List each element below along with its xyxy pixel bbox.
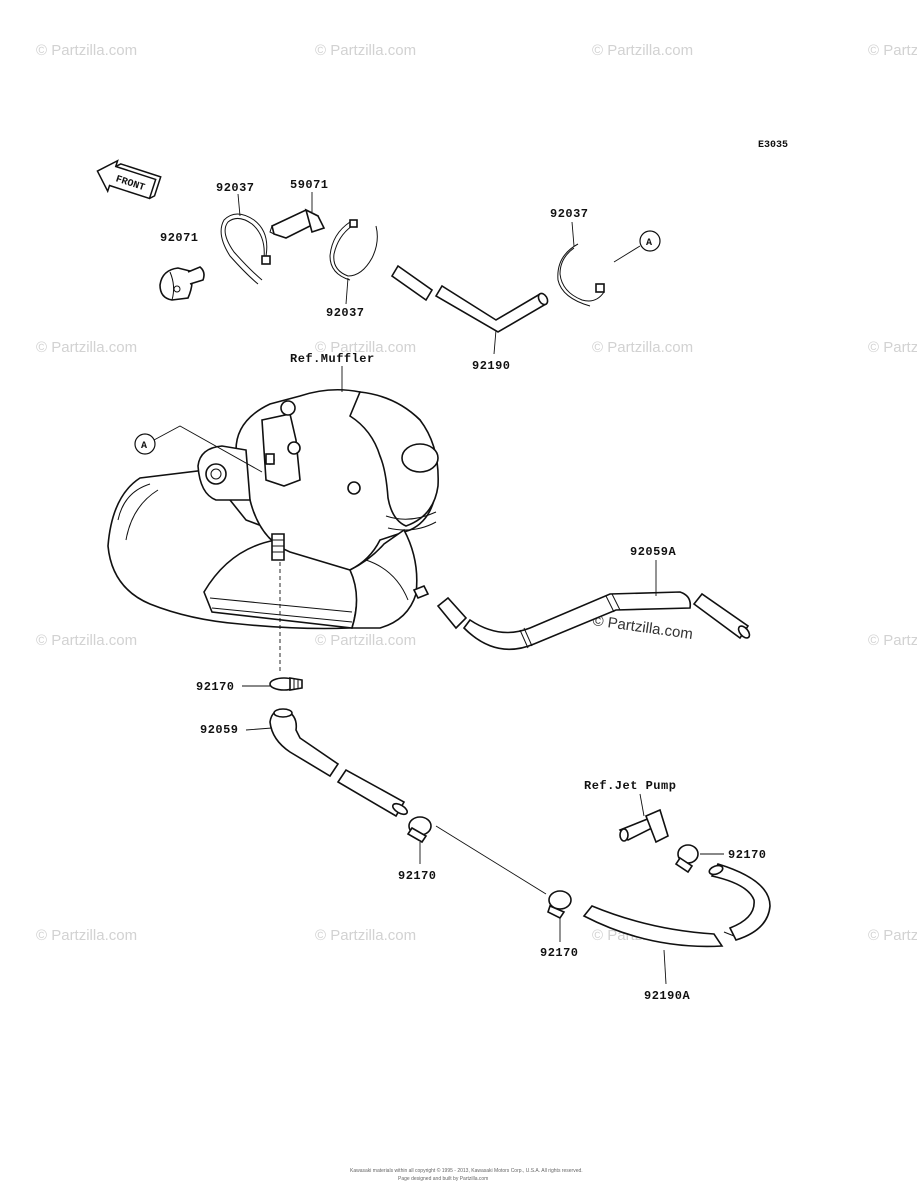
label-92170-right: 92170 (728, 848, 767, 862)
watermark: © Partzilla.com (592, 42, 693, 59)
part-92170-clamp-top (269, 677, 303, 691)
label-92170-top: 92170 (196, 680, 235, 694)
watermark: © Partzilla.com (868, 632, 917, 649)
muffler-assembly (107, 388, 439, 630)
label-92071: 92071 (160, 231, 199, 245)
label-92170-mid: 92170 (398, 869, 437, 883)
part-92170-clamp-right (674, 844, 699, 874)
part-92190-hose (390, 264, 549, 333)
diagram-code: E3035 (758, 140, 788, 151)
ref-a-marker-muffler: A (134, 425, 263, 473)
watermark: © Partzilla.com (868, 42, 917, 59)
ref-a-label: A (141, 441, 147, 452)
label-92190: 92190 (472, 359, 511, 373)
watermark-dark: © Partzilla.com (591, 612, 693, 643)
label-ref-jet-pump: Ref.Jet Pump (584, 779, 676, 793)
label-92059A: 92059A (630, 545, 677, 559)
part-92170-clamp-bottom (547, 890, 572, 920)
watermark: © Partzilla.com (36, 339, 137, 356)
copyright-line-1: Kawasaki materials within all copyright … (350, 1167, 583, 1174)
label-92037-mid: 92037 (326, 306, 365, 320)
watermark: © Partzilla.com (36, 927, 137, 944)
watermark: © Partzilla.com (36, 632, 137, 649)
label-ref-muffler: Ref.Muffler (290, 352, 375, 366)
label-92190A: 92190A (644, 989, 691, 1003)
copyright-line-2: Page designed and built by Partzilla.com (398, 1176, 488, 1182)
label-92037-right: 92037 (550, 207, 589, 221)
watermark: © Partzilla.com (868, 927, 917, 944)
watermark: © Partzilla.com (36, 42, 137, 59)
part-92037-clamp-right (557, 243, 605, 307)
part-59071-fitting (269, 208, 326, 239)
label-92170-bottom: 92170 (540, 946, 579, 960)
watermark: © Partzilla.com (315, 339, 416, 356)
watermark: © Partzilla.com (315, 927, 416, 944)
watermark: © Partzilla.com (868, 339, 917, 356)
part-92037-clamp-left (220, 213, 271, 285)
label-92037-left: 92037 (216, 181, 255, 195)
front-arrow-icon: FRONT (96, 159, 162, 200)
watermark: © Partzilla.com (315, 632, 416, 649)
part-92170-clamp-mid (406, 816, 432, 844)
part-92037-clamp-middle (329, 219, 378, 281)
part-92059-hose (269, 708, 409, 818)
part-92190A-hose (582, 863, 771, 948)
label-59071: 59071 (290, 178, 329, 192)
watermark: © Partzilla.com (315, 42, 416, 59)
label-92059: 92059 (200, 723, 239, 737)
jet-pump-fitting (618, 808, 669, 844)
watermark: © Partzilla.com (592, 339, 693, 356)
ref-a-label: A (646, 238, 652, 249)
part-92059A-hose (436, 591, 751, 651)
ref-a-marker-top: A (613, 230, 661, 263)
part-92071-plug (159, 266, 205, 301)
